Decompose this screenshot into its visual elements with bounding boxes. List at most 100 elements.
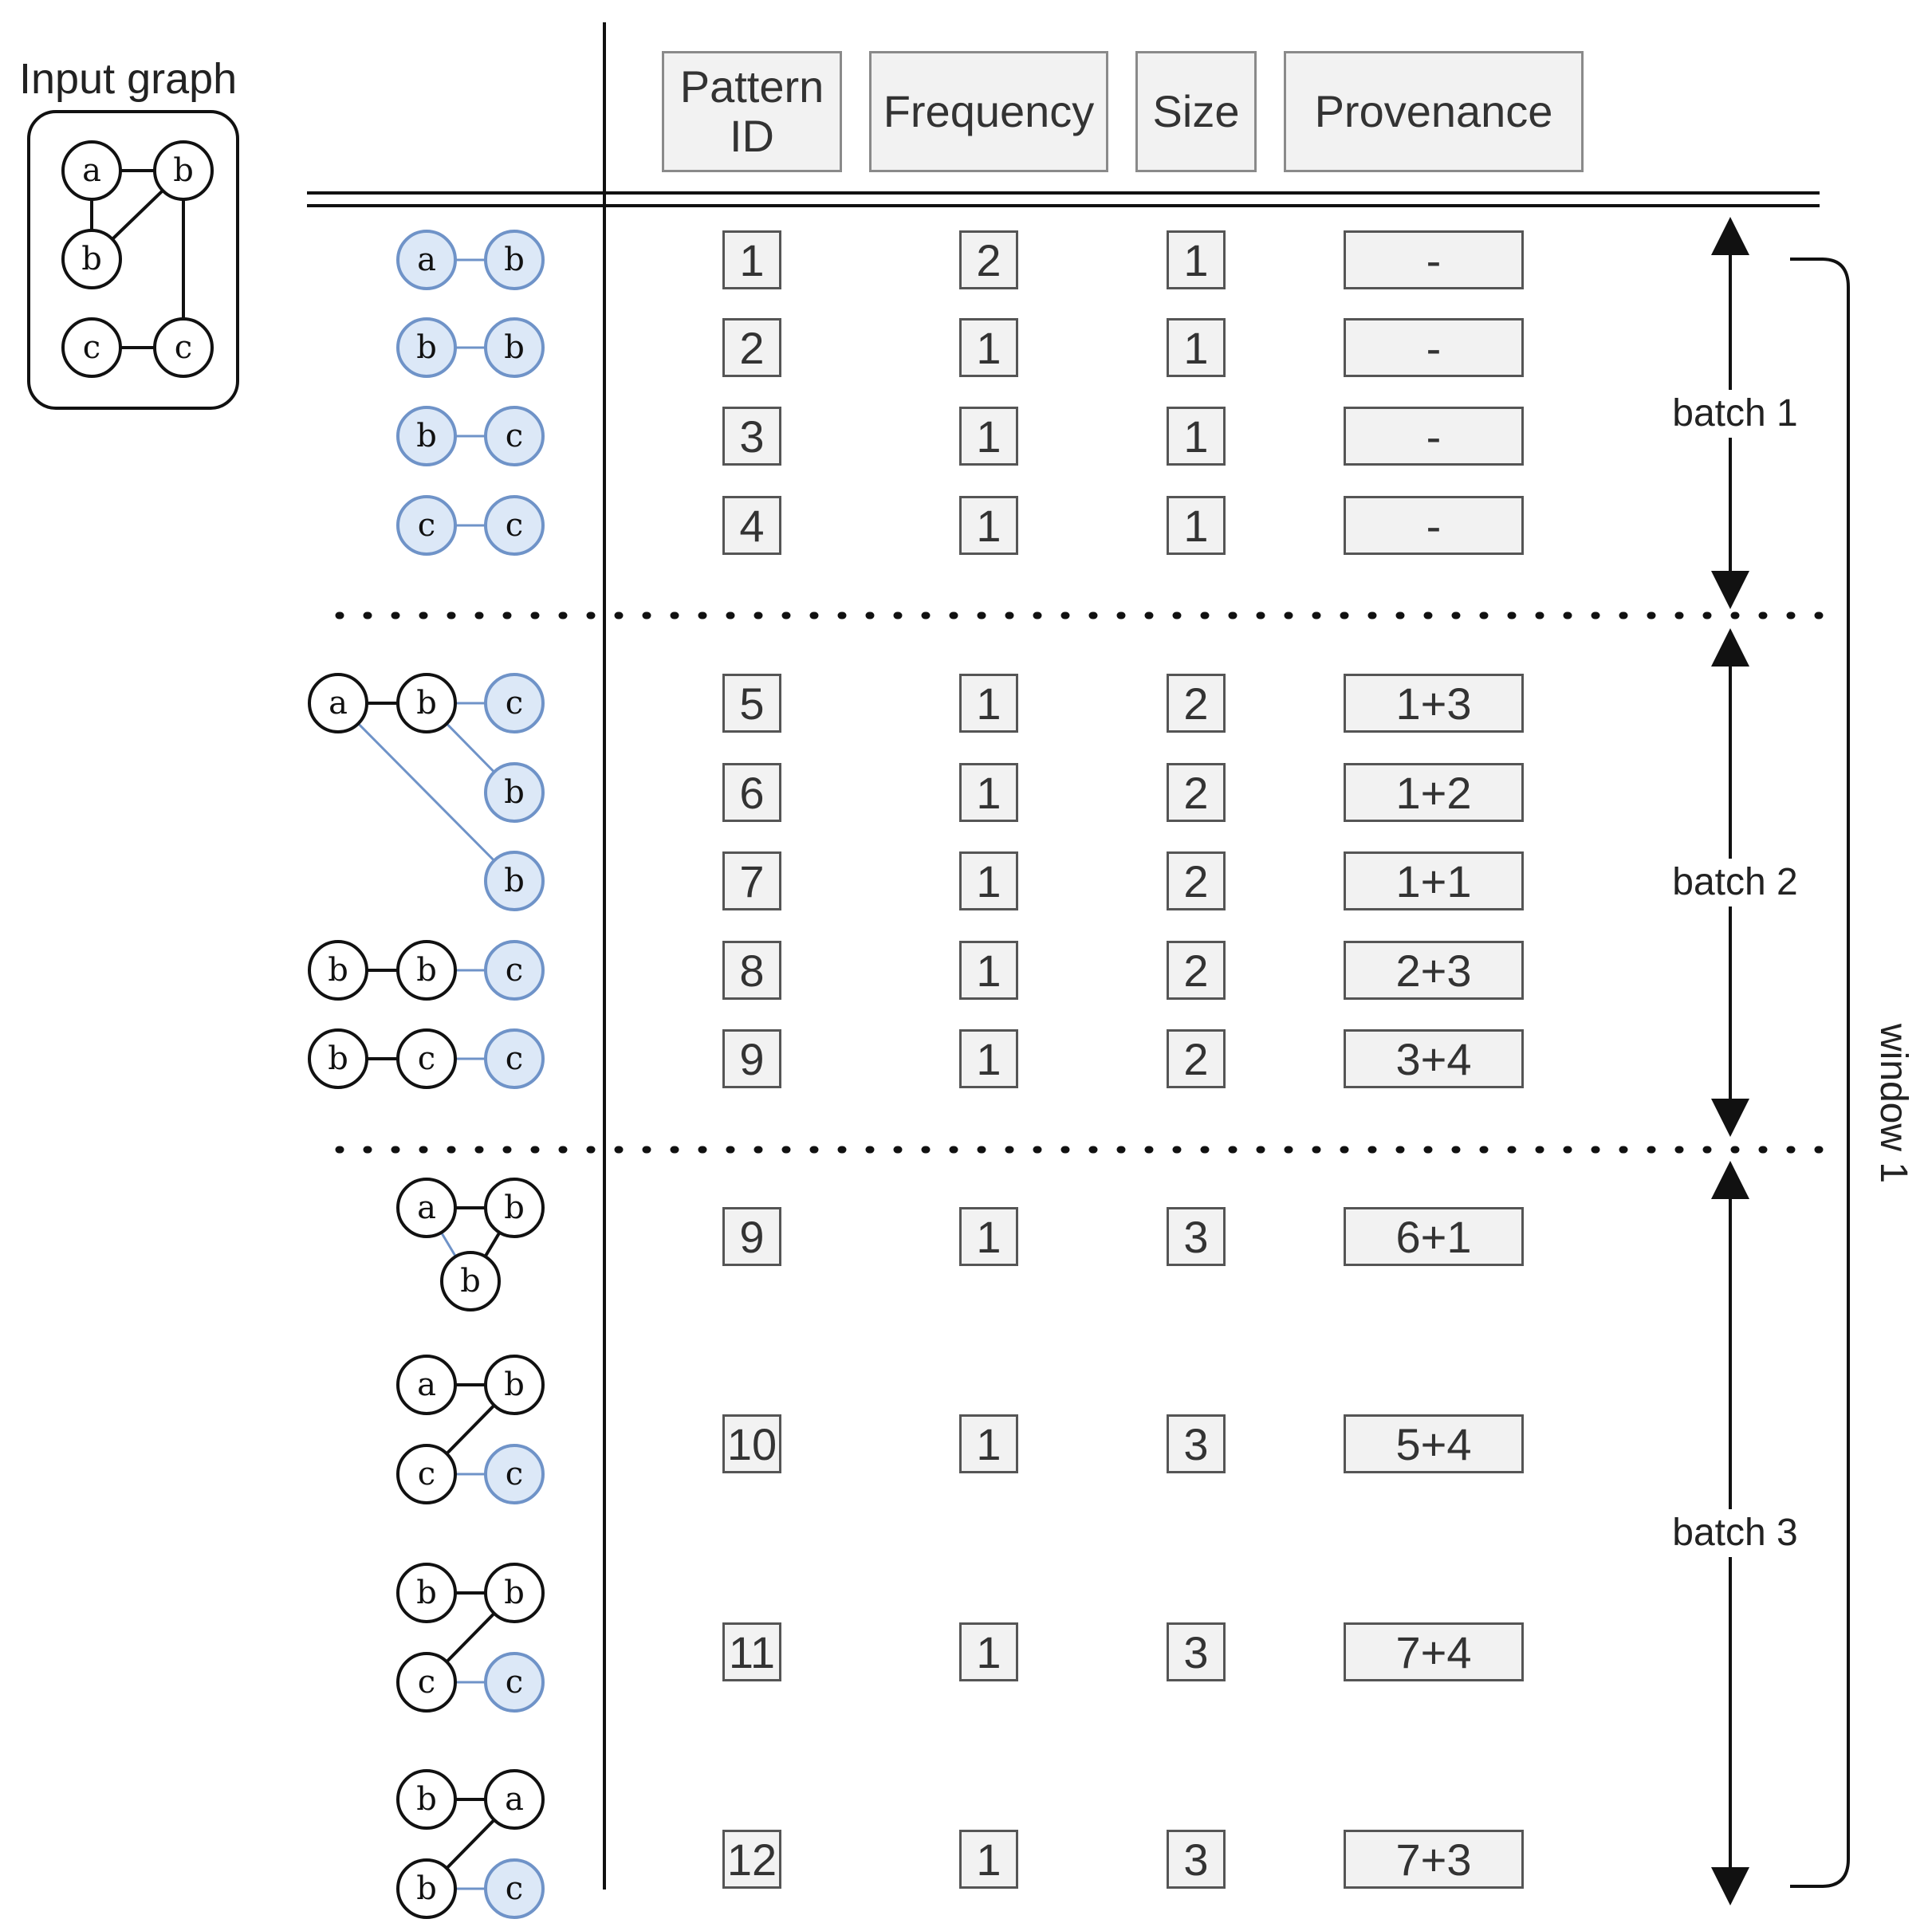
cell-provenance: 1+2 (1344, 763, 1524, 822)
node-circle (484, 1028, 545, 1089)
node-circle (396, 1858, 457, 1919)
cell-frequency: 1 (959, 318, 1018, 377)
cell-pattern-id: 4 (722, 496, 781, 555)
node-label: c (175, 329, 192, 366)
node-label: b (460, 1263, 481, 1300)
node-circle (308, 940, 368, 1001)
graph-node: b (396, 1769, 457, 1830)
node-circle (484, 1444, 545, 1504)
cell-pattern-id: 10 (722, 1414, 781, 1473)
graph-node: b (61, 229, 122, 289)
graph-node: b (396, 406, 457, 466)
graph-node: a (484, 1769, 545, 1830)
cell-frequency: 1 (959, 1029, 1018, 1088)
node-circle (396, 940, 457, 1001)
graph-node: b (396, 1858, 457, 1919)
node-label: b (328, 1040, 348, 1077)
cell-frequency: 1 (959, 1414, 1018, 1473)
cell-pattern-id: 7 (722, 851, 781, 910)
node-circle (308, 673, 368, 733)
node-label: b (504, 863, 525, 899)
cell-frequency: 1 (959, 407, 1018, 466)
node-label: b (416, 952, 437, 989)
node-label: a (417, 1367, 436, 1403)
node-circle (61, 317, 122, 378)
node-circle (484, 940, 545, 1001)
node-label: c (506, 418, 523, 454)
header-frequency: Frequency (869, 51, 1108, 172)
cell-frequency: 1 (959, 674, 1018, 733)
cell-pattern-id: 2 (722, 318, 781, 377)
cell-provenance: 5+4 (1344, 1414, 1524, 1473)
cell-size: 2 (1167, 1029, 1226, 1088)
node-circle (440, 1251, 501, 1311)
cell-size: 2 (1167, 851, 1226, 910)
header-size: Size (1135, 51, 1257, 172)
node-label: b (328, 952, 348, 989)
node-circle (396, 230, 457, 290)
graph-node: b (484, 762, 545, 823)
cell-pattern-id: 11 (722, 1622, 781, 1681)
cell-frequency: 1 (959, 763, 1018, 822)
node-label: c (506, 1664, 523, 1701)
graph-node: b (484, 317, 545, 378)
node-label: b (416, 1781, 437, 1818)
cell-frequency: 2 (959, 230, 1018, 289)
graph-node: c (396, 1028, 457, 1089)
cell-provenance: - (1344, 496, 1524, 555)
node-label: b (504, 774, 525, 811)
graph-node: c (484, 1858, 545, 1919)
node-label: c (83, 329, 100, 366)
node-circle (484, 762, 545, 823)
node-circle (484, 1769, 545, 1830)
cell-provenance: 3+4 (1344, 1029, 1524, 1088)
cell-size: 2 (1167, 941, 1226, 1000)
cell-provenance: 1+1 (1344, 851, 1524, 910)
node-label: b (504, 1367, 525, 1403)
cell-frequency: 1 (959, 1207, 1018, 1266)
node-label: c (506, 952, 523, 989)
cell-size: 3 (1167, 1207, 1226, 1266)
cell-size: 3 (1167, 1622, 1226, 1681)
batch-label: batch 3 (1643, 1509, 1828, 1557)
graph-node: b (308, 1028, 368, 1089)
cell-size: 3 (1167, 1414, 1226, 1473)
node-circle (484, 1563, 545, 1623)
node-label: c (506, 1040, 523, 1077)
cell-size: 1 (1167, 407, 1226, 466)
node-circle (396, 317, 457, 378)
graph-node: c (396, 495, 457, 556)
graph-node: a (396, 230, 457, 290)
node-circle (396, 673, 457, 733)
node-label: c (506, 685, 523, 722)
graph-node: c (484, 1028, 545, 1089)
cell-pattern-id: 6 (722, 763, 781, 822)
node-circle (484, 851, 545, 911)
node-label: b (416, 329, 437, 366)
cell-provenance: 1+3 (1344, 674, 1524, 733)
node-label: a (82, 152, 101, 189)
node-circle (484, 495, 545, 556)
node-label: c (418, 507, 435, 544)
cell-frequency: 1 (959, 941, 1018, 1000)
window-label: window 1 (1872, 1023, 1914, 1184)
node-circle (484, 673, 545, 733)
node-label: a (417, 242, 436, 278)
graph-node: b (484, 1178, 545, 1238)
graph-node: c (153, 317, 214, 378)
node-circle (396, 1028, 457, 1089)
cell-pattern-id: 3 (722, 407, 781, 466)
node-circle (484, 406, 545, 466)
graph-node: c (484, 940, 545, 1001)
graph-node: b (440, 1251, 501, 1311)
node-circle (308, 1028, 368, 1089)
